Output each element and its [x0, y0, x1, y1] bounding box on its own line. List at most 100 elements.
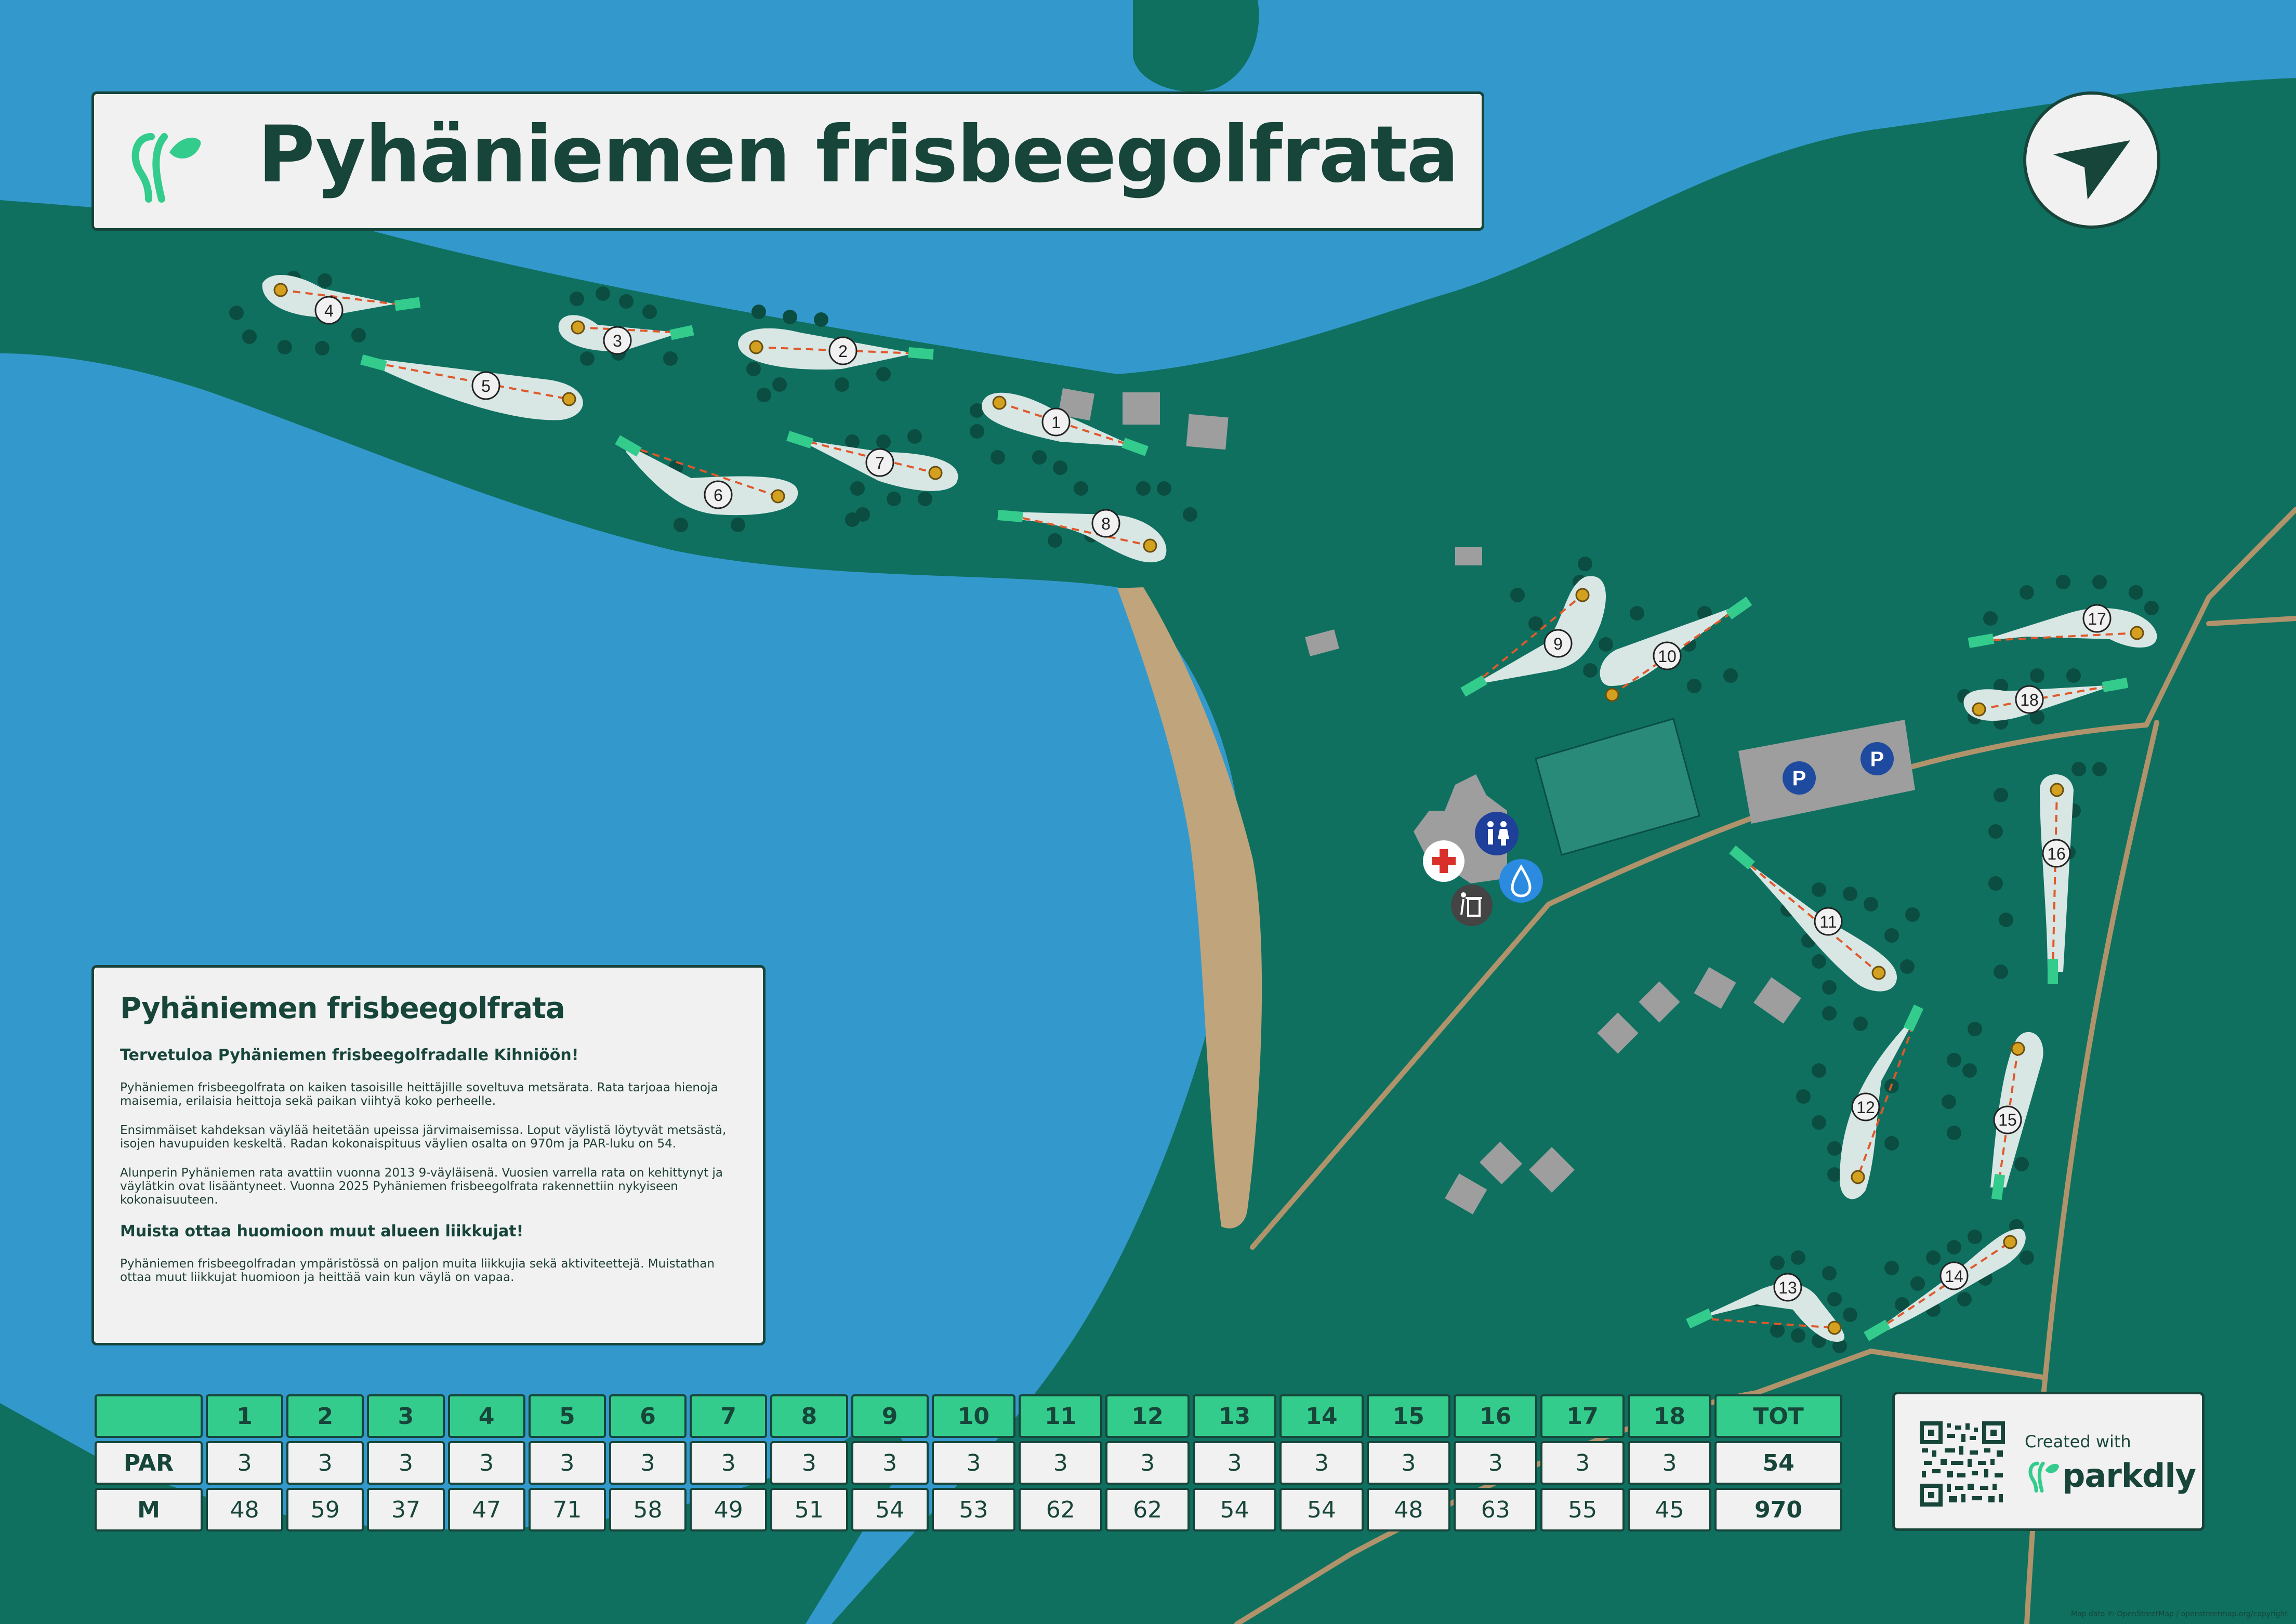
- par-value: 3: [206, 1441, 284, 1485]
- par-label: PAR: [95, 1441, 203, 1485]
- hole-number: 12: [1105, 1394, 1190, 1438]
- svg-text:13: 13: [1778, 1278, 1797, 1297]
- svg-text:14: 14: [1945, 1267, 1963, 1286]
- info-paragraph-3: Alunperin Pyhäniemen rata avattiin vuonn…: [120, 1166, 723, 1207]
- par-value: 3: [1279, 1441, 1364, 1485]
- hole-number: 17: [1540, 1394, 1625, 1438]
- hole-16: 16: [2040, 774, 2074, 984]
- svg-text:18: 18: [2020, 691, 2039, 709]
- svg-text:9: 9: [1553, 635, 1563, 653]
- info-paragraph-4: Pyhäniemen frisbeegolfradan ympäristössä…: [120, 1257, 715, 1284]
- svg-text:12: 12: [1856, 1098, 1875, 1117]
- toilet-icon: [1475, 812, 1519, 855]
- page-title: Pyhäniemen frisbeegolfrata: [258, 110, 1459, 200]
- svg-text:17: 17: [2088, 610, 2106, 628]
- hole-number: 16: [1454, 1394, 1538, 1438]
- par-value: 3: [1627, 1441, 1712, 1485]
- first-aid-icon: [1423, 840, 1464, 882]
- par-value: 3: [609, 1441, 687, 1485]
- beach: [1117, 587, 1262, 1229]
- length-value: 58: [609, 1488, 687, 1531]
- hole-6: 6: [615, 435, 798, 516]
- svg-text:5: 5: [481, 377, 491, 395]
- svg-text:8: 8: [1101, 514, 1111, 533]
- length-value: 59: [286, 1488, 364, 1531]
- hole-number: 2: [286, 1394, 364, 1438]
- length-total: 970: [1714, 1488, 1842, 1531]
- land-mass: [0, 78, 2296, 1624]
- hole-number: 7: [690, 1394, 768, 1438]
- map-attribution[interactable]: Map data © OpenStreetMap / openstreetmap…: [2071, 1610, 2288, 1618]
- north-arrow-icon: [2053, 140, 2130, 200]
- par-value: 3: [447, 1441, 525, 1485]
- hole-11: 11: [1729, 845, 1897, 992]
- length-value: 49: [690, 1488, 768, 1531]
- svg-text:6: 6: [714, 486, 723, 505]
- length-value: 71: [528, 1488, 606, 1531]
- hole-18: 18: [1963, 677, 2129, 721]
- svg-text:11: 11: [1819, 913, 1837, 931]
- credit-panel: Created with parkdly: [1892, 1392, 2205, 1531]
- length-value: 48: [1366, 1488, 1451, 1531]
- parkdly-logo-icon: [2028, 1461, 2059, 1493]
- hole-5: 5: [360, 354, 583, 420]
- hole-14: 14: [1864, 1229, 2026, 1341]
- hole-2: 2: [738, 328, 934, 370]
- created-with-label: Created with: [2025, 1432, 2131, 1451]
- par-total: 54: [1714, 1441, 1842, 1485]
- info-welcome: Tervetuloa Pyhäniemen frisbeegolfradalle…: [120, 1046, 579, 1064]
- hole-number: 5: [528, 1394, 606, 1438]
- parkdly-logo-icon: [131, 133, 201, 203]
- hole-4: 4: [262, 274, 421, 325]
- hole-15: 15: [1990, 1032, 2043, 1200]
- par-value: 3: [1540, 1441, 1625, 1485]
- svg-text:7: 7: [875, 454, 885, 472]
- hole-9: 9: [1460, 576, 1606, 697]
- parking-icon: P: [1860, 742, 1894, 775]
- length-value: 53: [931, 1488, 1016, 1531]
- info-heading-2: Muista ottaa huomioon muut alueen liikku…: [120, 1222, 524, 1240]
- length-value: 37: [367, 1488, 445, 1531]
- par-value: 3: [931, 1441, 1016, 1485]
- svg-text:16: 16: [2047, 844, 2066, 863]
- hole-number: 15: [1366, 1394, 1451, 1438]
- hole-7: 7: [786, 431, 958, 491]
- svg-text:4: 4: [324, 301, 334, 320]
- hole-17: 17: [1968, 604, 2157, 649]
- hole-number: 6: [609, 1394, 687, 1438]
- length-value: 62: [1019, 1488, 1103, 1531]
- fairways: 4 3 2 5: [262, 274, 2157, 1342]
- svg-text:10: 10: [1658, 647, 1677, 666]
- length-value: 48: [206, 1488, 284, 1531]
- qr-code[interactable]: [1920, 1421, 2005, 1507]
- length-value: 47: [447, 1488, 525, 1531]
- hole-13: 13: [1686, 1273, 1844, 1342]
- island: [1133, 0, 1259, 92]
- length-label: M: [95, 1488, 203, 1531]
- scorecard-header-row: 1 2 3 4 5 6 7 8 9 10 11 12 13 14 15 16 1…: [95, 1394, 1842, 1438]
- hole-number: 18: [1627, 1394, 1712, 1438]
- scorecard-corner: [95, 1394, 203, 1438]
- scorecard: 1 2 3 4 5 6 7 8 9 10 11 12 13 14 15 16 1…: [91, 1391, 1845, 1535]
- length-value: 54: [1279, 1488, 1364, 1531]
- length-value: 51: [770, 1488, 848, 1531]
- hole-number: 10: [931, 1394, 1016, 1438]
- north-arrow: [2023, 91, 2160, 229]
- hole-number: 9: [851, 1394, 929, 1438]
- svg-text:P: P: [1792, 767, 1806, 790]
- par-value: 3: [1105, 1441, 1190, 1485]
- hole-10: 10: [1600, 597, 1752, 702]
- svg-text:15: 15: [1998, 1111, 2017, 1129]
- length-row: M 48 59 37 47 71 58 49 51 54 53 62 62 54…: [95, 1488, 1842, 1531]
- svg-text:2: 2: [838, 342, 848, 361]
- svg-text:1: 1: [1051, 413, 1061, 432]
- length-value: 54: [1192, 1488, 1277, 1531]
- length-value: 63: [1454, 1488, 1538, 1531]
- par-value: 3: [1454, 1441, 1538, 1485]
- length-value: 54: [851, 1488, 929, 1531]
- length-value: 45: [1627, 1488, 1712, 1531]
- hole-number: 13: [1192, 1394, 1277, 1438]
- total-header: TOT: [1714, 1394, 1842, 1438]
- par-value: 3: [1019, 1441, 1103, 1485]
